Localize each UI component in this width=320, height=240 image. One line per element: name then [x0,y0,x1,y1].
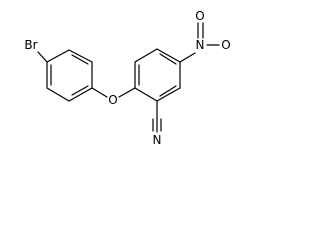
bond [37,51,48,63]
bond [159,85,177,97]
bond [159,53,177,65]
bond [71,54,89,65]
bond [156,48,181,63]
atom-label-o-nitro-top: O [195,9,204,23]
bond [46,87,70,102]
bond [134,48,158,63]
bond [134,87,158,102]
bond [68,87,93,102]
bond [179,52,196,63]
bond [71,85,89,96]
atom-label-o-nitro-right: O [221,38,230,52]
bond-layer [37,22,220,133]
bond [46,49,70,63]
atom-label-br: Br [24,38,37,52]
atom-label-n-nitro: N [196,38,205,52]
atom-label-layer: Br O N O O N [24,9,230,147]
bond [118,87,136,98]
structure-diagram: Br O N O O N [24,9,230,147]
atom-label-n-nitrile: N [153,133,162,147]
bond [91,87,108,98]
bond [68,49,93,63]
atom-label-o-ether: O [108,93,117,107]
bond [156,87,181,102]
